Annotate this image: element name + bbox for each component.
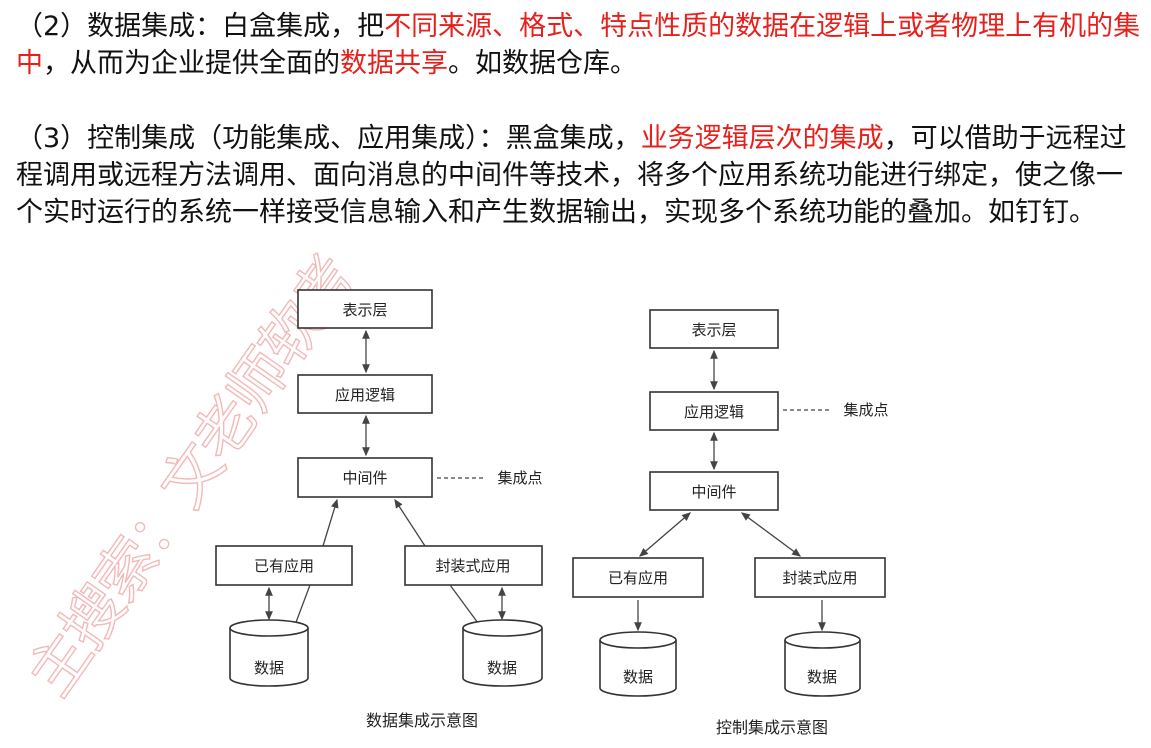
highlight-text: 不同来源、格式、特点性质的数据在逻辑上或者物理上有机的集中 (16, 11, 1141, 79)
line (449, 584, 479, 624)
text: ，可以借助于远程过程调用或远程方法调用、面向消息的中间件等技术，将多个应用系统功… (16, 123, 1127, 228)
highlight-text: 数据共享 (340, 48, 448, 79)
existing-app-box (215, 545, 353, 586)
text: （3）控制集成（功能集成、应用集成）：黑盒集成， (16, 123, 641, 154)
database-icon (462, 619, 543, 687)
arrow (394, 498, 426, 547)
box-label: 封装式应用 (435, 557, 510, 575)
control-integration-paragraph: （3）控制集成（功能集成、应用集成）：黑盒集成，业务逻辑层次的集成，可以借助于远… (16, 120, 1146, 231)
database-icon (229, 619, 309, 687)
diagram-caption: 控制集成示意图 (716, 718, 828, 737)
box-label: 中间件 (342, 469, 387, 487)
existing-app-box (572, 557, 704, 598)
database-icon (599, 631, 677, 697)
presentation-box (649, 309, 779, 349)
box-label: 表示层 (342, 301, 387, 319)
box-label: 中间件 (691, 483, 736, 501)
middleware-box (649, 471, 779, 511)
arrow (322, 498, 339, 547)
highlight-text: 业务逻辑层次的集成 (640, 123, 884, 154)
database-icon (784, 631, 861, 697)
database-label: 数据 (487, 659, 517, 677)
control-integration-diagram: 表示层 应用逻辑 集成点 中间件 已有应用 封装式应用 数据 数据 控制集成示意… (572, 309, 889, 737)
box-label: 应用逻辑 (335, 386, 395, 404)
box-label: 封装式应用 (782, 569, 857, 587)
arrow (740, 512, 802, 557)
database-label: 数据 (807, 668, 837, 686)
diagram-caption: 数据集成示意图 (366, 711, 478, 730)
text: （2）数据集成：白盒集成，把 (16, 11, 385, 42)
text: ，从而为企业提供全面的 (43, 48, 340, 79)
text: 。如数据仓库。 (448, 48, 637, 79)
wrapped-app-box (404, 545, 543, 586)
integration-point-label: 集成点 (843, 401, 888, 419)
box-label: 表示层 (691, 321, 736, 339)
middleware-box (297, 457, 433, 498)
presentation-box (297, 289, 433, 329)
data-integration-paragraph: （2）数据集成：白盒集成，把不同来源、格式、特点性质的数据在逻辑上或者物理上有机… (16, 8, 1146, 82)
box-label: 已有应用 (608, 569, 668, 587)
line (294, 584, 311, 626)
integration-point-label: 集成点 (497, 469, 542, 487)
database-label: 数据 (254, 659, 284, 677)
logic-box (297, 374, 433, 414)
box-label: 应用逻辑 (684, 403, 744, 421)
wrapped-app-box (754, 557, 886, 598)
logic-box (649, 391, 779, 431)
data-integration-diagram: 表示层 应用逻辑 中间件 集成点 已有应用 封装式应用 数据 数据 数据集成示意… (215, 289, 543, 730)
arrow (639, 512, 691, 557)
box-label: 已有应用 (254, 557, 314, 575)
database-label: 数据 (623, 668, 653, 686)
